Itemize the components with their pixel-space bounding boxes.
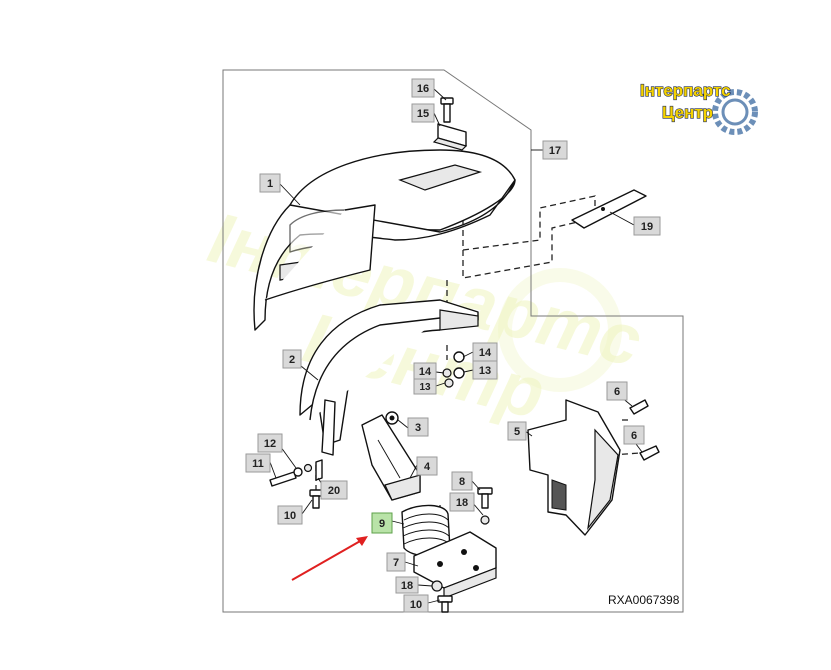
callout-11-label: 11 — [252, 458, 264, 470]
callout-6-lower-label: 6 — [631, 430, 637, 442]
callout-14-upper-label: 14 — [479, 347, 492, 359]
reference-code: RXA0067398 — [608, 593, 680, 607]
callout-11: 11 — [245, 453, 271, 473]
callout-3-label: 3 — [415, 422, 421, 434]
callout-10-left-label: 10 — [284, 510, 296, 522]
callout-18-upper-label: 18 — [456, 497, 468, 509]
callout-14-left: 14 — [413, 362, 437, 380]
callout-10-left: 10 — [277, 505, 303, 525]
callout-2-label: 2 — [289, 354, 295, 366]
callout-2: 2 — [282, 349, 302, 369]
callout-10-lower-label: 10 — [410, 599, 422, 611]
callout-5-label: 5 — [514, 426, 520, 438]
callout-17: 17 — [542, 140, 568, 160]
part-8-18-fasteners — [477, 487, 493, 525]
callout-20: 20 — [320, 480, 348, 500]
callout-13-right: 13 — [472, 360, 498, 380]
part-15-bracket — [432, 123, 468, 151]
callout-18-upper: 18 — [449, 492, 475, 512]
callout-3: 3 — [407, 417, 429, 437]
callout-6-upper: 6 — [606, 381, 628, 401]
callout-4: 4 — [416, 456, 438, 476]
diagram-frame — [222, 69, 684, 613]
part-3-nut — [385, 411, 399, 425]
callout-8: 8 — [451, 471, 473, 491]
callout-13-left-label: 13 — [419, 382, 431, 393]
callout-18-lower-label: 18 — [401, 580, 413, 592]
callout-6-lower: 6 — [623, 425, 645, 445]
part-11-12-20-fasteners — [269, 459, 323, 487]
callout-19: 19 — [633, 216, 661, 236]
part-10-bolt-lower — [437, 595, 453, 613]
callout-8-label: 8 — [459, 476, 465, 488]
callout-14-upper: 14 — [472, 342, 498, 362]
callout-13-left: 13 — [413, 378, 437, 395]
callout-1-label: 1 — [267, 178, 273, 190]
callout-16-label: 16 — [417, 83, 429, 95]
part-19-strap — [571, 189, 647, 229]
callout-1: 1 — [259, 173, 281, 193]
gear-icon — [712, 89, 758, 135]
callout-5: 5 — [507, 421, 527, 441]
callout-17-label: 17 — [549, 145, 561, 157]
part-1-fender — [253, 149, 516, 331]
part-2-bracket-frame — [299, 299, 479, 456]
callout-14-left-label: 14 — [419, 366, 432, 378]
callout-13-right-label: 13 — [479, 365, 491, 377]
callout-16: 16 — [411, 78, 435, 98]
part-16-bolt — [440, 97, 454, 123]
callout-10-lower: 10 — [403, 594, 429, 613]
part-9-bellows — [401, 504, 451, 557]
part-18-washer-lower — [431, 580, 443, 592]
callout-15-label: 15 — [417, 108, 429, 120]
callout-9-highlighted: 9 — [371, 512, 393, 534]
logo-line-1: Інтерпартс — [640, 81, 731, 100]
callout-4-label: 4 — [424, 461, 431, 473]
callout-6-upper-label: 6 — [614, 386, 620, 398]
callout-12-label: 12 — [264, 438, 276, 450]
logo-line-2: Центр — [662, 103, 713, 122]
part-6-bolts — [629, 399, 660, 461]
callout-19-label: 19 — [641, 221, 653, 233]
part-10-bolt-left — [309, 489, 323, 509]
part-7-base-plate — [413, 531, 497, 599]
part-4-mounting-plate — [361, 414, 421, 501]
callout-7: 7 — [386, 552, 406, 572]
callout-20-label: 20 — [328, 485, 340, 497]
watermark-gear-icon — [498, 268, 622, 392]
callout-18-lower: 18 — [395, 576, 419, 594]
part-5-cover — [527, 399, 621, 536]
callout-9-label: 9 — [379, 518, 385, 530]
callout-7-label: 7 — [393, 557, 399, 569]
logo: Інтерпартс Центр — [639, 80, 758, 135]
red-pointer-arrow — [291, 536, 368, 581]
callout-15: 15 — [411, 103, 435, 123]
callout-12: 12 — [257, 433, 283, 453]
